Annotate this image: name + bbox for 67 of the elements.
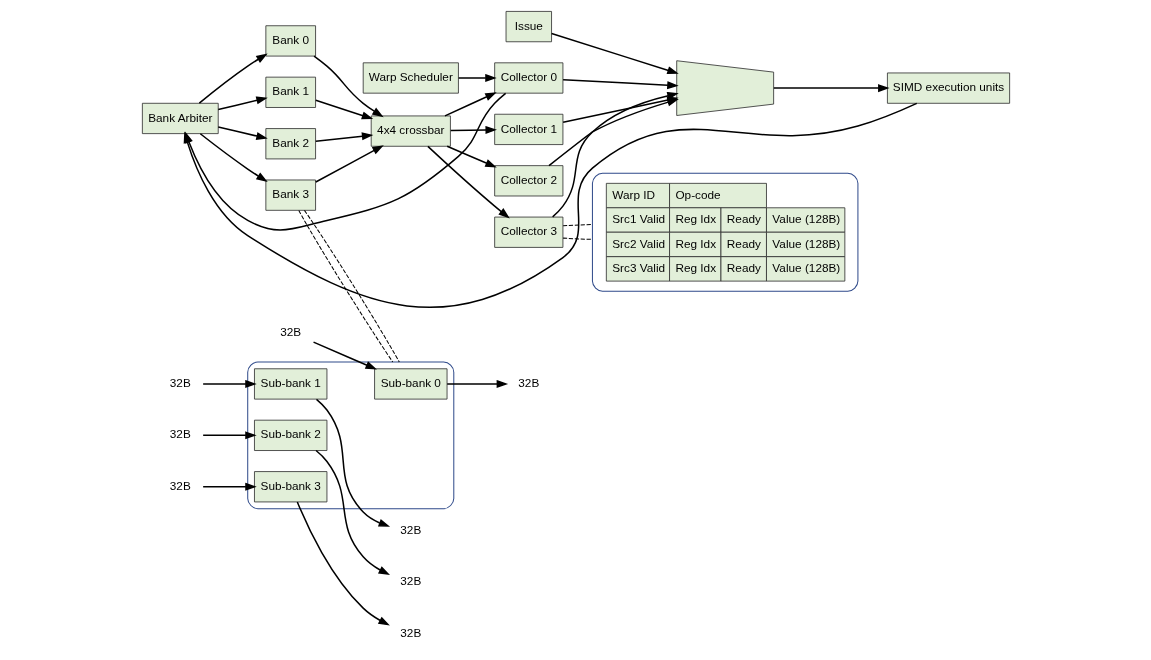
connector <box>562 237 593 240</box>
node-box: Sub-bank 1 <box>253 368 327 400</box>
arrow <box>312 55 384 118</box>
node-box: Collector 2 <box>493 165 563 197</box>
arrow <box>201 482 257 491</box>
node-box: Issue <box>505 11 552 43</box>
node-text: 32B <box>169 376 191 390</box>
node-box: Bank Arbiter <box>141 102 219 135</box>
arrow <box>426 145 510 219</box>
node-text: 32B <box>399 625 421 639</box>
arrow <box>550 32 679 75</box>
label: Op-code <box>674 187 721 201</box>
arrow <box>561 78 679 90</box>
arrow <box>198 53 268 104</box>
node-box: Collector 0 <box>493 62 563 94</box>
arrow <box>312 341 377 370</box>
arrow <box>314 132 373 142</box>
node-text: 32B <box>169 427 191 441</box>
label: Src1 Valid <box>611 212 665 226</box>
label: Reg Idx <box>674 236 716 250</box>
node-box <box>591 172 858 292</box>
arrow <box>457 73 497 83</box>
arrow <box>315 398 390 527</box>
label: Src2 Valid <box>611 236 665 250</box>
arrow <box>296 501 390 626</box>
label: Value (128B) <box>771 261 840 275</box>
arrow <box>201 379 257 388</box>
arrow <box>199 133 268 182</box>
arrow <box>449 126 497 135</box>
node-box: Sub-bank 3 <box>253 471 327 503</box>
arrow <box>217 126 268 140</box>
label: Ready <box>726 236 761 250</box>
node-text: 32B <box>517 376 539 390</box>
node-box: Bank 0 <box>264 25 316 57</box>
node-box: Bank 1 <box>264 76 316 108</box>
label: Src3 Valid <box>611 261 665 275</box>
label: Reg Idx <box>674 261 716 275</box>
node-box: Collector 1 <box>493 113 563 145</box>
node-box: Collector 3 <box>493 216 563 248</box>
node-box: Warp Scheduler <box>362 62 459 94</box>
arrow <box>217 96 268 111</box>
label: Value (128B) <box>771 236 840 250</box>
connector <box>562 224 593 227</box>
node-box: Bank 3 <box>264 179 316 211</box>
node-box: SIMD execution units <box>886 72 1010 104</box>
node-text: 32B <box>169 478 191 492</box>
arrow <box>443 92 497 117</box>
arrow <box>445 145 497 168</box>
arrow <box>314 145 384 183</box>
node-trapezoid <box>675 60 774 116</box>
node-box: 4x4 crossbar <box>370 115 451 147</box>
node-text: 32B <box>399 574 421 588</box>
node-text: 32B <box>279 324 301 338</box>
arrow <box>772 84 890 93</box>
arrow <box>314 449 390 576</box>
node-box: Sub-bank 2 <box>253 419 327 451</box>
label: Reg Idx <box>674 212 716 226</box>
node-text: 32B <box>399 522 421 536</box>
label: Ready <box>726 261 761 275</box>
label: Value (128B) <box>771 212 840 226</box>
node-box: Sub-bank 0 <box>373 368 447 400</box>
arrow <box>201 431 257 440</box>
label: Ready <box>726 212 761 226</box>
node-box: Bank 2 <box>264 128 316 160</box>
arrow <box>445 379 508 388</box>
arrow <box>314 99 373 120</box>
label: Warp ID <box>611 187 655 201</box>
